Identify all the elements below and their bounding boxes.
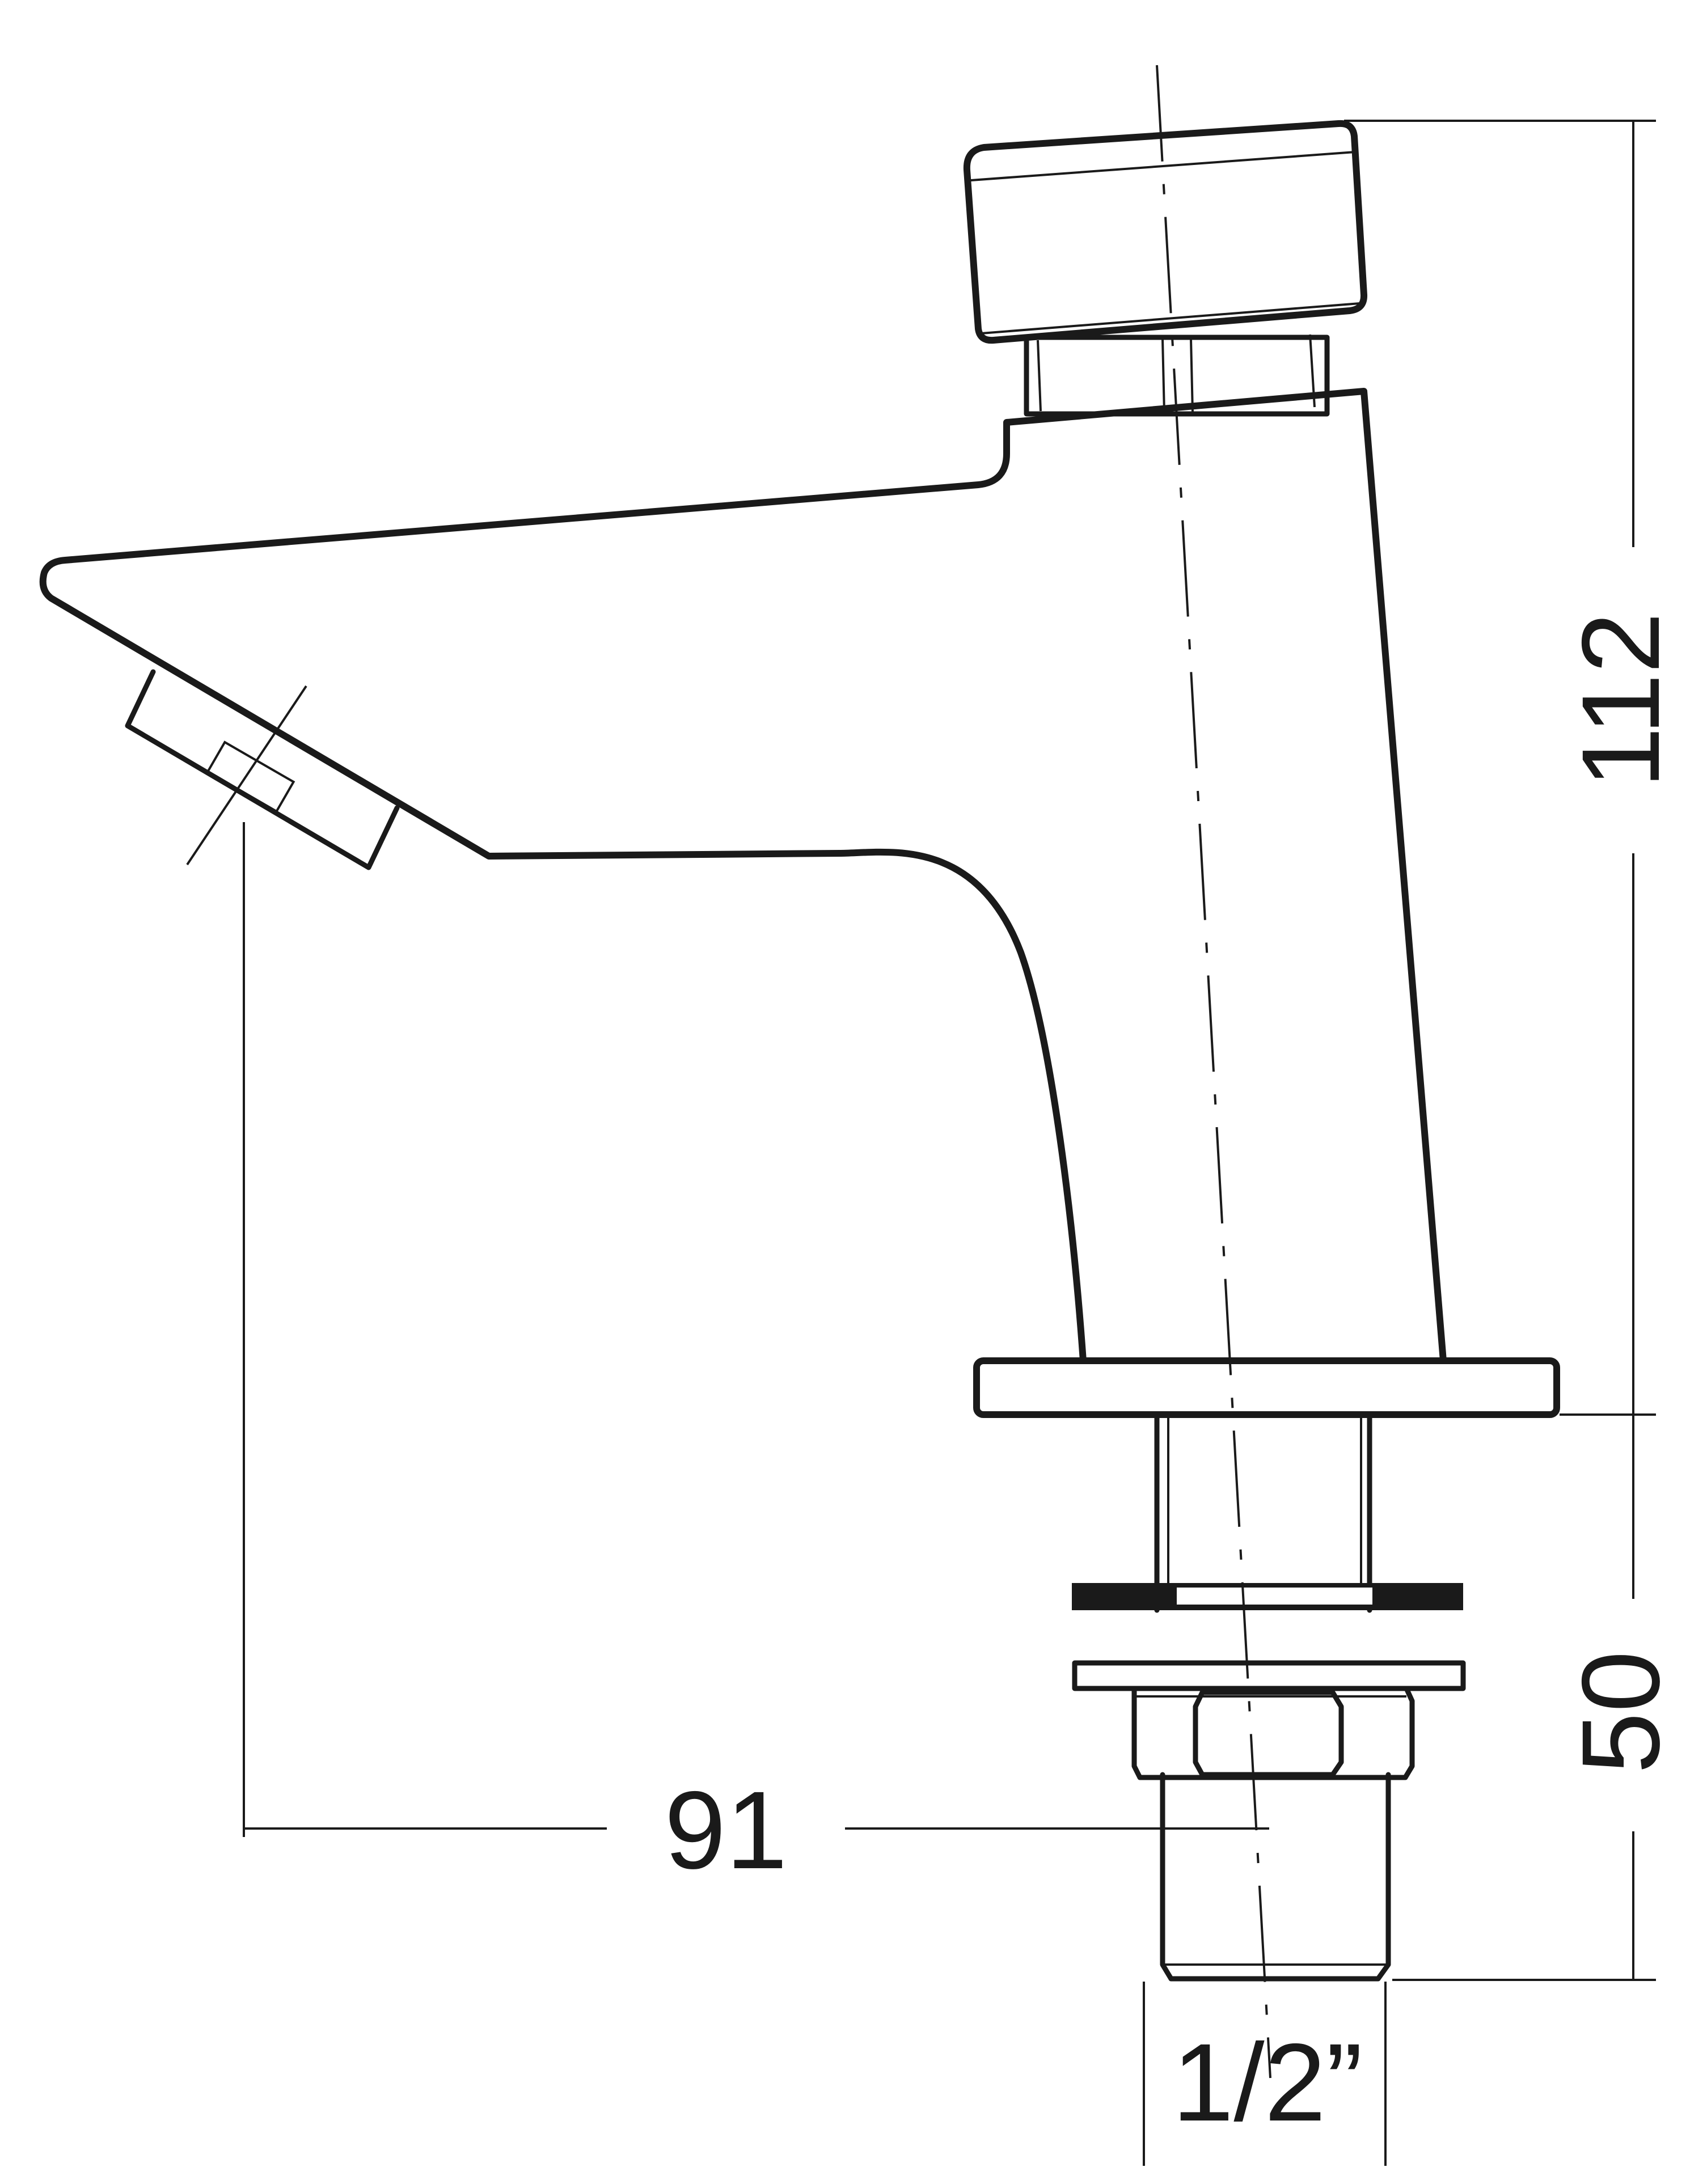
- deck-flange: [973, 1357, 1560, 1418]
- centerline-tap: [1156, 65, 1271, 2079]
- aerator-housing: [125, 669, 400, 870]
- push-button: [963, 120, 1367, 417]
- push-button-cap: [963, 120, 1367, 344]
- dimension-reach-label: 91: [665, 1768, 788, 1892]
- tap-body: [39, 388, 1447, 1364]
- dimension-thread-size-label: 1/2”: [1172, 2021, 1363, 2144]
- dimension-height-total-label: 112: [1559, 612, 1683, 789]
- aerator-insert: [206, 740, 295, 813]
- sealing-washer: [1072, 1583, 1463, 1610]
- threaded-shank: [1154, 1412, 1391, 1982]
- flat-washer: [1072, 1660, 1466, 1691]
- dimension-thread-size: 1/2”: [1143, 1982, 1387, 2166]
- dimension-height-below-deck-label: 50: [1559, 1651, 1683, 1774]
- dimension-height-total: 112: [1344, 120, 1683, 1416]
- centerline-aerator: [186, 685, 307, 866]
- aerator: [125, 669, 400, 870]
- hex-nut: [1131, 1686, 1415, 1780]
- dimension-reach: 91: [243, 822, 1269, 1892]
- dimension-height-below-deck: 50: [1392, 1415, 1683, 1981]
